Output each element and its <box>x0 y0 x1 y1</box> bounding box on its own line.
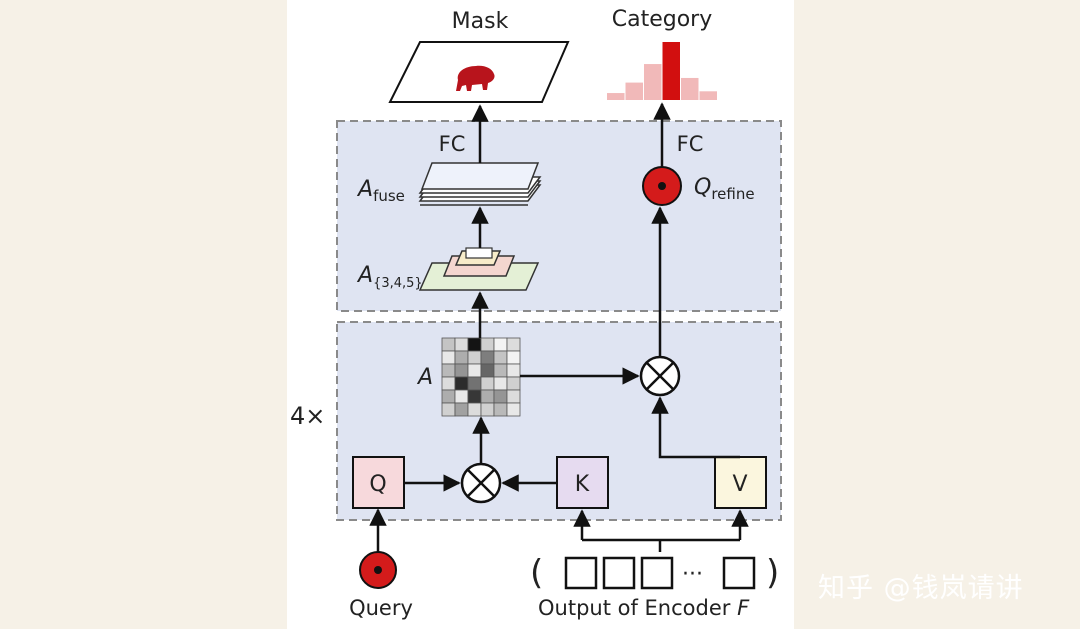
attention-cell <box>506 337 521 352</box>
attention-cell <box>480 376 495 391</box>
attention-cell <box>480 389 495 404</box>
attention-cell <box>506 389 521 404</box>
attention-cell <box>467 350 482 365</box>
attention-cell <box>506 402 521 417</box>
attention-cell <box>441 402 456 417</box>
category-bar <box>681 77 699 100</box>
attention-cell <box>441 363 456 378</box>
attention-cell <box>480 350 495 365</box>
watermark: 知乎 @钱岚请讲 <box>818 573 1024 604</box>
attention-cell <box>493 363 508 378</box>
q-box-label: Q <box>369 472 386 497</box>
attention-cell <box>506 376 521 391</box>
attention-cell <box>506 363 521 378</box>
v-box-label: V <box>732 472 747 497</box>
attention-cell <box>454 337 469 352</box>
attention-cell <box>493 350 508 365</box>
attention-cell <box>493 402 508 417</box>
attention-cell <box>506 350 521 365</box>
attention-cell <box>454 363 469 378</box>
attention-cell <box>493 389 508 404</box>
encoder-token-n <box>722 556 756 590</box>
query-label: Query <box>349 596 413 620</box>
attention-cell <box>454 389 469 404</box>
repeat-label: 4× <box>290 402 325 430</box>
category-bar <box>699 91 717 100</box>
attention-cell <box>441 376 456 391</box>
attention-cell <box>467 389 482 404</box>
category-label: Category <box>612 7 713 32</box>
mask-blob <box>456 65 495 91</box>
fc-left-label: FC <box>439 132 466 156</box>
mask-label: Mask <box>452 9 509 34</box>
encoder-token-1 <box>564 556 598 590</box>
fc-right-label: FC <box>677 132 704 156</box>
attention-cell <box>480 363 495 378</box>
attention-cell <box>467 337 482 352</box>
attention-cell <box>441 337 456 352</box>
a-fuse-stack <box>418 162 542 206</box>
attention-map-label: A <box>416 365 433 390</box>
category-histogram <box>607 42 717 100</box>
attention-cell <box>493 376 508 391</box>
paren-right: ) <box>766 553 779 593</box>
attention-cell <box>493 337 508 352</box>
category-bar <box>625 82 643 100</box>
a-fuse-label: Afuse <box>356 177 405 205</box>
attention-cell <box>480 337 495 352</box>
q-box <box>352 456 405 509</box>
attention-cell <box>467 402 482 417</box>
paren-left: ( <box>530 553 543 593</box>
attention-cell <box>454 350 469 365</box>
attention-cell <box>454 402 469 417</box>
category-bar <box>662 42 680 100</box>
k-box <box>556 456 609 509</box>
encoder-token-2 <box>602 556 636 590</box>
attention-cell <box>454 376 469 391</box>
attention-map-grid <box>441 337 521 417</box>
attention-cell <box>441 350 456 365</box>
refinement-panel <box>336 120 782 312</box>
attention-cell <box>467 363 482 378</box>
multiply-operator-lower <box>460 462 502 504</box>
attention-cell <box>480 402 495 417</box>
connectors <box>369 102 749 552</box>
encoder-output-label: Output of Encoder F <box>538 596 750 620</box>
encoder-ellipsis: ··· <box>682 562 703 587</box>
a-multiscale-label: A{3,4,5} <box>356 263 423 291</box>
category-bar <box>644 64 662 100</box>
k-box-label: K <box>575 472 590 497</box>
q-refine-label: Qrefine <box>694 175 755 203</box>
v-box <box>714 456 767 509</box>
attention-cell <box>467 376 482 391</box>
category-bar <box>607 93 625 100</box>
encoder-token-3 <box>640 556 674 590</box>
attention-cell <box>441 389 456 404</box>
a-multiscale-stack <box>418 247 540 291</box>
multiply-operator-upper <box>639 355 681 397</box>
